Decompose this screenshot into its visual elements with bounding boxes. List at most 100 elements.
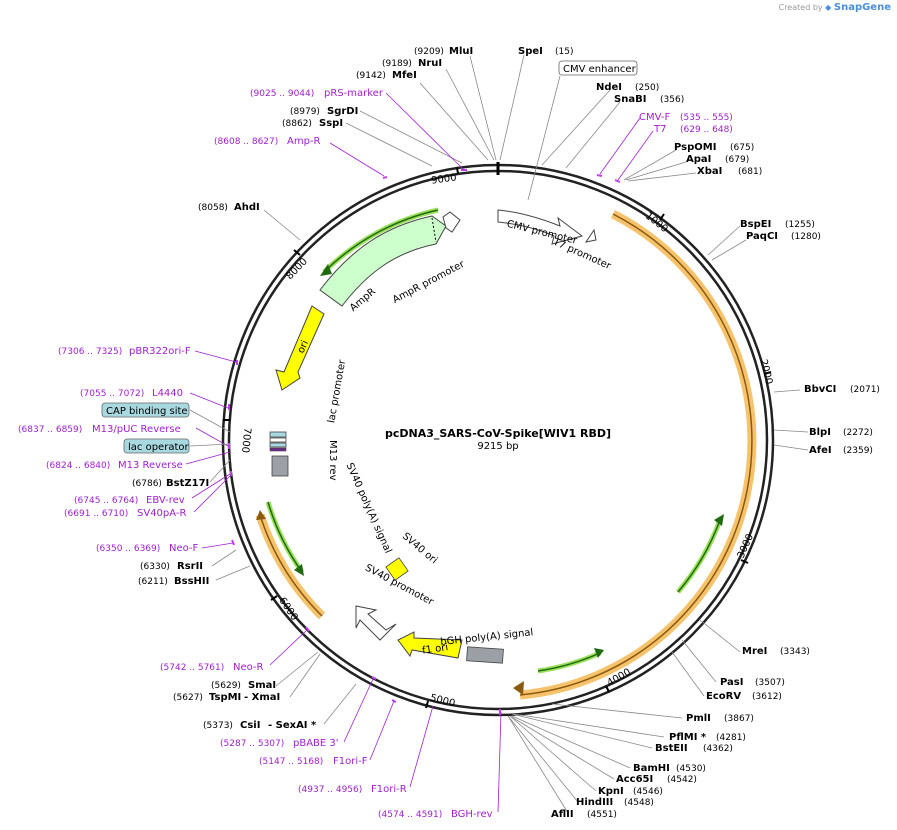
enzyme-pos-mfei: (9142) (356, 71, 386, 81)
enzyme-pos-kpni: (4546) (633, 787, 663, 797)
enzyme-pos-hindiii: (4548) (624, 798, 654, 808)
enzyme-name-hindiii: HindIII (576, 797, 613, 808)
primer-pos-l4440: (7055 .. 7072) (80, 389, 144, 399)
green-arrow-cds-right-line (677, 519, 721, 593)
primer-pos-neof: (6350 .. 6369) (96, 544, 160, 554)
primer-mark-pbabe (371, 676, 377, 680)
enzyme-name-xbai: XbaI (697, 166, 722, 177)
enzyme-pos-bbvci: (2071) (850, 385, 880, 395)
primer-name-neor: Neo-R (233, 662, 264, 673)
enzyme-name-bspei: BspEI (740, 219, 771, 230)
primer-name-m13rev: M13 Reverse (118, 460, 183, 471)
enzyme-name-paqci: PaqCI (746, 231, 778, 242)
snapgene-logo-icon: ◆ (825, 3, 832, 12)
enzyme-name-rsrii: RsrII (177, 561, 203, 572)
primer-mark-ampr (382, 176, 388, 179)
enzyme-pos-ecorv: (3612) (752, 692, 782, 702)
enzyme-labels: (9209) MluI (9189) NruI (9142) MfeI (897… (132, 46, 880, 820)
enzyme-name-pasi: PasI (720, 677, 743, 688)
enzyme-pos-xbai: (681) (738, 167, 762, 177)
enzyme-name-ecorv: EcoRV (706, 691, 741, 702)
primer-leaders (185, 92, 654, 813)
primer-mark-neof (231, 539, 235, 546)
enzyme-pos-ahdi: (8058) (198, 203, 228, 213)
green-arrow-cds-bottom-head (594, 648, 604, 658)
enzyme-name-bsshii: BssHII (174, 576, 209, 587)
primer-labels: (9025 .. 9044) pRS-marker (8608 .. 8627)… (18, 88, 733, 820)
enzyme-name-sspi: SspI (319, 118, 343, 129)
primer-mark-cmvf (596, 174, 603, 177)
primer-name-ebv: EBV-rev (146, 495, 185, 506)
enzyme-pos-pflmi: (4281) (716, 733, 746, 743)
enzyme-name-ahdi: AhdI (234, 202, 260, 213)
primer-name-m13puc: M13/pUC Reverse (92, 424, 181, 435)
enzyme-pos-spei: (15) (555, 47, 573, 57)
cmv-promoter-feature (497, 209, 584, 245)
primer-mark-neor (305, 626, 310, 632)
primer-name-pbabe: pBABE 3' (293, 738, 339, 749)
enzyme-name-tspmi: TspMI (209, 692, 241, 703)
primer-pos-pbabe: (5287 .. 5307) (220, 739, 284, 749)
enzyme-name-smai: SmaI (248, 680, 276, 691)
primer-pos-ebv: (6745 .. 6764) (74, 496, 138, 506)
tick-4000 (605, 685, 610, 693)
sv40-promoter-feature (355, 605, 397, 641)
primer-pos-ampr: (8608 .. 8627) (214, 137, 278, 147)
green-arrow-ampr-head (320, 264, 332, 276)
primer-name-t7: T7 (653, 124, 666, 135)
t7-promoter-label: T7 promoter (550, 236, 613, 272)
primer-name-pbr322: pBR322ori-F (129, 346, 191, 357)
lac-operator-box: lac operator (123, 438, 189, 454)
green-arrow-cds-bottom (537, 650, 602, 674)
primer-pos-neor: (5742 .. 5761) (160, 663, 224, 673)
ampr-promoter-label: AmpR promoter (391, 258, 467, 305)
enzyme-name-mrei: MreI (742, 646, 767, 657)
lac-promoter-label: lac promoter (326, 358, 348, 424)
ori-feature (275, 305, 325, 391)
spike-cds-line (519, 213, 753, 696)
tick-label-8000: 8000 (284, 256, 310, 282)
enzyme-name-pflmi: PflMI * (669, 732, 707, 743)
enzyme-pos-smai: (5629) (211, 681, 241, 691)
tick-9000 (456, 166, 459, 175)
cmv-enhancer-leader (527, 75, 561, 201)
enzyme-pos-blpi: (2272) (843, 428, 873, 438)
attribution: Created by ◆ SnapGene (779, 2, 891, 13)
enzyme-pos-aflii: (4551) (587, 810, 617, 820)
primer-name-sv40pa: SV40pA-R (137, 508, 186, 519)
lac-promoter-feature (269, 437, 287, 443)
tick-8000 (293, 249, 301, 256)
enzyme-name-bbvci: BbvCI (804, 384, 836, 395)
enzyme-pos-bamhi: (4530) (676, 764, 706, 774)
backbone-inner-ring (227, 169, 769, 711)
sv40-polya-label: SV40 poly(A) signal (343, 461, 393, 555)
cap-leader (189, 409, 231, 433)
enzyme-pos-paqci: (1280) (791, 232, 821, 242)
cap-feature (269, 431, 287, 438)
primer-pos-prs: (9025 .. 9044) (250, 89, 314, 99)
green-arrow-neo-head (294, 564, 304, 576)
enzyme-pos-sspi: (8862) (282, 119, 312, 129)
cap-binding-site-box: CAP binding site (101, 402, 190, 418)
green-arrow-ampr-line (323, 209, 439, 273)
primer-pos-pbr322: (7306 .. 7325) (58, 347, 122, 357)
primer-mark-t7 (614, 179, 621, 183)
enzyme-pos-rsrii: (6330) (140, 562, 170, 572)
enzyme-pos-bstz17i: (6786) (132, 479, 162, 489)
primer-pos-bghrev: (4574 .. 4591) (378, 810, 442, 820)
enzyme-leaders (209, 54, 809, 814)
lac-operator-feature (269, 442, 287, 448)
primer-name-f1orir: F1ori-R (371, 784, 407, 795)
enzyme-name-ndei: NdeI (596, 82, 622, 93)
sv40-ori-feature (385, 557, 409, 581)
enzyme-name-pspomi: PspOMI (674, 142, 716, 153)
primer-pos-m13puc: (6837 .. 6859) (18, 425, 82, 435)
m13-rev-feature (269, 447, 287, 452)
tick-2000 (763, 371, 772, 375)
neo-cds-line (259, 514, 323, 617)
enzyme-pos-bsshii: (6211) (138, 577, 168, 587)
enzyme-name-blpi: BlpI (809, 427, 831, 438)
lac-operator-label: lac operator (128, 442, 189, 453)
tick-1000 (659, 213, 665, 221)
